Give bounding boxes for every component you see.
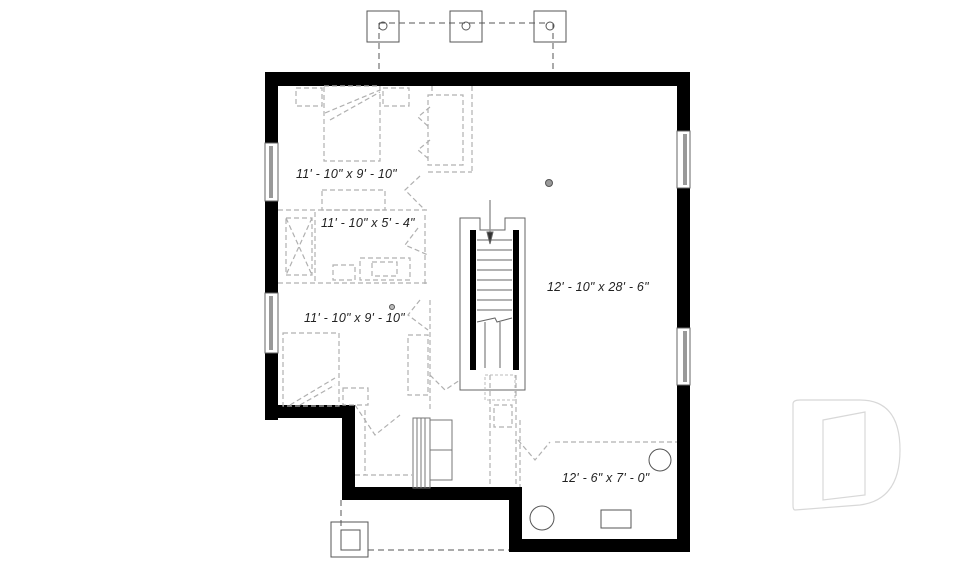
room-label-family-room: 12' - 10" x 28' - 6" (547, 280, 649, 294)
room-label-bathroom: 11' - 10" x 5' - 4" (321, 216, 415, 230)
room-label-bedroom-1: 11' - 10" x 9' - 10" (296, 167, 397, 181)
watermark-logo (792, 399, 901, 511)
deck-posts-top (366, 10, 567, 72)
laundry (412, 417, 453, 489)
stairs (459, 200, 526, 401)
mechanical-equipment (389, 179, 672, 531)
room-label-mechanical-room: 12' - 6" x 7' - 0" (562, 471, 650, 485)
deck-post-bottom (330, 500, 509, 558)
room-label-bedroom-2: 11' - 10" x 9' - 10" (304, 311, 405, 325)
windows (264, 130, 691, 386)
interior-fixtures (278, 85, 677, 487)
